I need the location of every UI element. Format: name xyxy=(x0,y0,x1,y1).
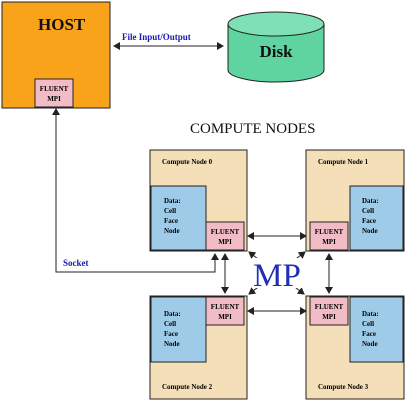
node-1-mpi-line1: FLUENT xyxy=(315,228,344,236)
node-0-name: Compute Node 0 xyxy=(162,158,213,166)
mp-label: MP xyxy=(253,258,301,294)
node-2-mpi-line2: MPI xyxy=(218,313,232,321)
node-2-mpi-box xyxy=(205,296,245,326)
node-2-data-line2: Cell xyxy=(164,320,176,328)
disk-cylinder: Disk xyxy=(227,11,325,83)
node-3-data-line3: Face xyxy=(362,330,376,338)
host-mpi-line1: FLUENT xyxy=(40,85,69,93)
node-3-mpi-line1: FLUENT xyxy=(315,303,344,311)
host-mpi-line2: MPI xyxy=(47,95,61,103)
socket-connection xyxy=(52,108,219,273)
node-2-mpi-line1: FLUENT xyxy=(211,303,240,311)
node-1-mpi-box xyxy=(309,221,349,251)
node-1-mpi-line2: MPI xyxy=(322,238,336,246)
node-3-name: Compute Node 3 xyxy=(318,383,369,391)
compute-node-3: Data: Cell Face Node FLUENT MPI Compute … xyxy=(305,295,405,400)
node-0-data-line3: Face xyxy=(164,217,178,225)
host-mpi-box xyxy=(34,78,74,108)
node-1-data-line1: Data: xyxy=(362,197,379,205)
socket-label: Socket xyxy=(63,258,89,268)
file-io-label: File Input/Output xyxy=(122,32,191,42)
node-1-data-line3: Face xyxy=(362,217,376,225)
node-2-name: Compute Node 2 xyxy=(162,383,213,391)
node-2-data-line4: Node xyxy=(164,340,180,348)
node-3-mpi-box xyxy=(309,296,349,326)
node-3-data-box xyxy=(349,296,404,363)
node-3-data-line2: Cell xyxy=(362,320,374,328)
node-3-data-line1: Data: xyxy=(362,310,379,318)
host-title: HOST xyxy=(38,15,86,34)
disk-label: Disk xyxy=(259,42,293,61)
node-0-data-box xyxy=(150,185,207,251)
node-1-data-box xyxy=(349,185,404,251)
node-3-mpi-line2: MPI xyxy=(322,313,336,321)
node-0-mpi-line1: FLUENT xyxy=(211,228,240,236)
node-2-data-line3: Face xyxy=(164,330,178,338)
node-1-data-line2: Cell xyxy=(362,207,374,215)
compute-node-1: Compute Node 1 Data: Cell Face Node FLUE… xyxy=(305,149,405,252)
node-0-data-line4: Node xyxy=(164,227,180,235)
compute-nodes-title: COMPUTE NODES xyxy=(190,121,315,137)
node-2-data-line1: Data: xyxy=(164,310,181,318)
node-0-mpi-line2: MPI xyxy=(218,238,232,246)
host-box: HOST FLUENT MPI xyxy=(1,1,111,109)
node-0-data-line2: Cell xyxy=(164,207,176,215)
node-1-data-line4: Node xyxy=(362,227,378,235)
node-0-data-line1: Data: xyxy=(164,197,181,205)
node-1-name: Compute Node 1 xyxy=(318,158,369,166)
node-3-data-line4: Node xyxy=(362,340,378,348)
node-2-data-box xyxy=(150,296,207,363)
compute-node-2: Data: Cell Face Node FLUENT MPI Compute … xyxy=(149,295,248,400)
mp-label-backdrop xyxy=(252,258,302,288)
compute-node-0: Compute Node 0 Data: Cell Face Node FLUE… xyxy=(149,149,248,252)
